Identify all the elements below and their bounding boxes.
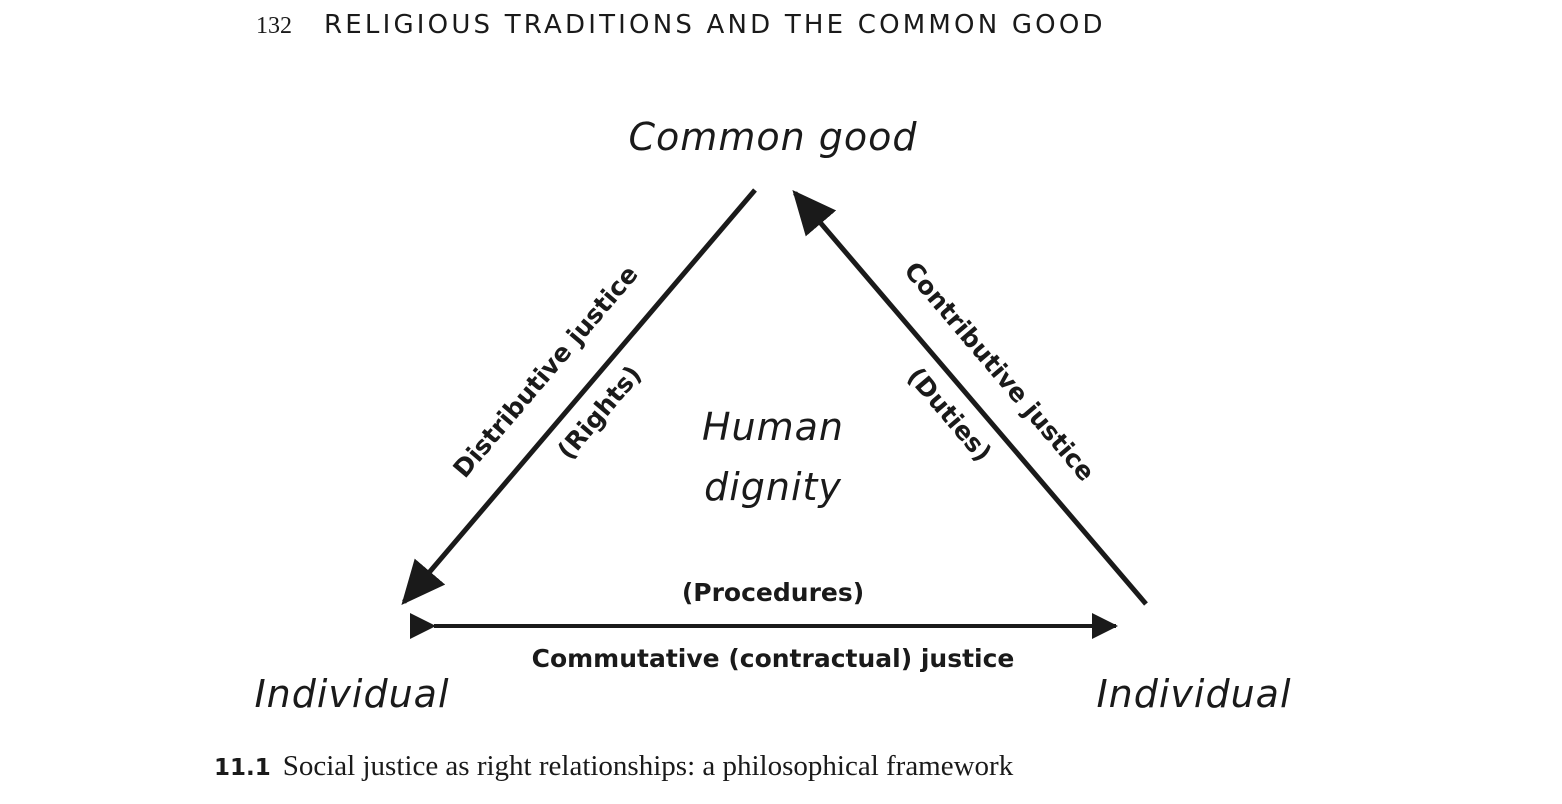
figure-number: 11.1 <box>214 755 271 781</box>
figure-caption: 11.1 Social justice as right relationshi… <box>214 750 1013 783</box>
node-common-good: Common good <box>629 115 918 159</box>
caption-text: Social justice as right relationships: a… <box>282 750 1014 782</box>
center-label-dignity: dignity <box>704 465 842 509</box>
running-head: 132 RELIGIOUS TRADITIONS AND THE COMMON … <box>256 10 1106 50</box>
page-number: 132 <box>256 13 292 39</box>
contributive-justice-arrow <box>792 189 1148 606</box>
running-title: RELIGIOUS TRADITIONS AND THE COMMON GOOD <box>324 10 1106 40</box>
node-individual-right: Individual <box>1096 672 1291 716</box>
commutative-justice-label: Commutative (contractual) justice <box>532 644 1015 673</box>
procedures-label: (Procedures) <box>682 578 864 607</box>
center-label-human: Human <box>702 405 844 449</box>
node-individual-left: Individual <box>254 672 449 716</box>
distributive-justice-arrow <box>401 188 757 606</box>
